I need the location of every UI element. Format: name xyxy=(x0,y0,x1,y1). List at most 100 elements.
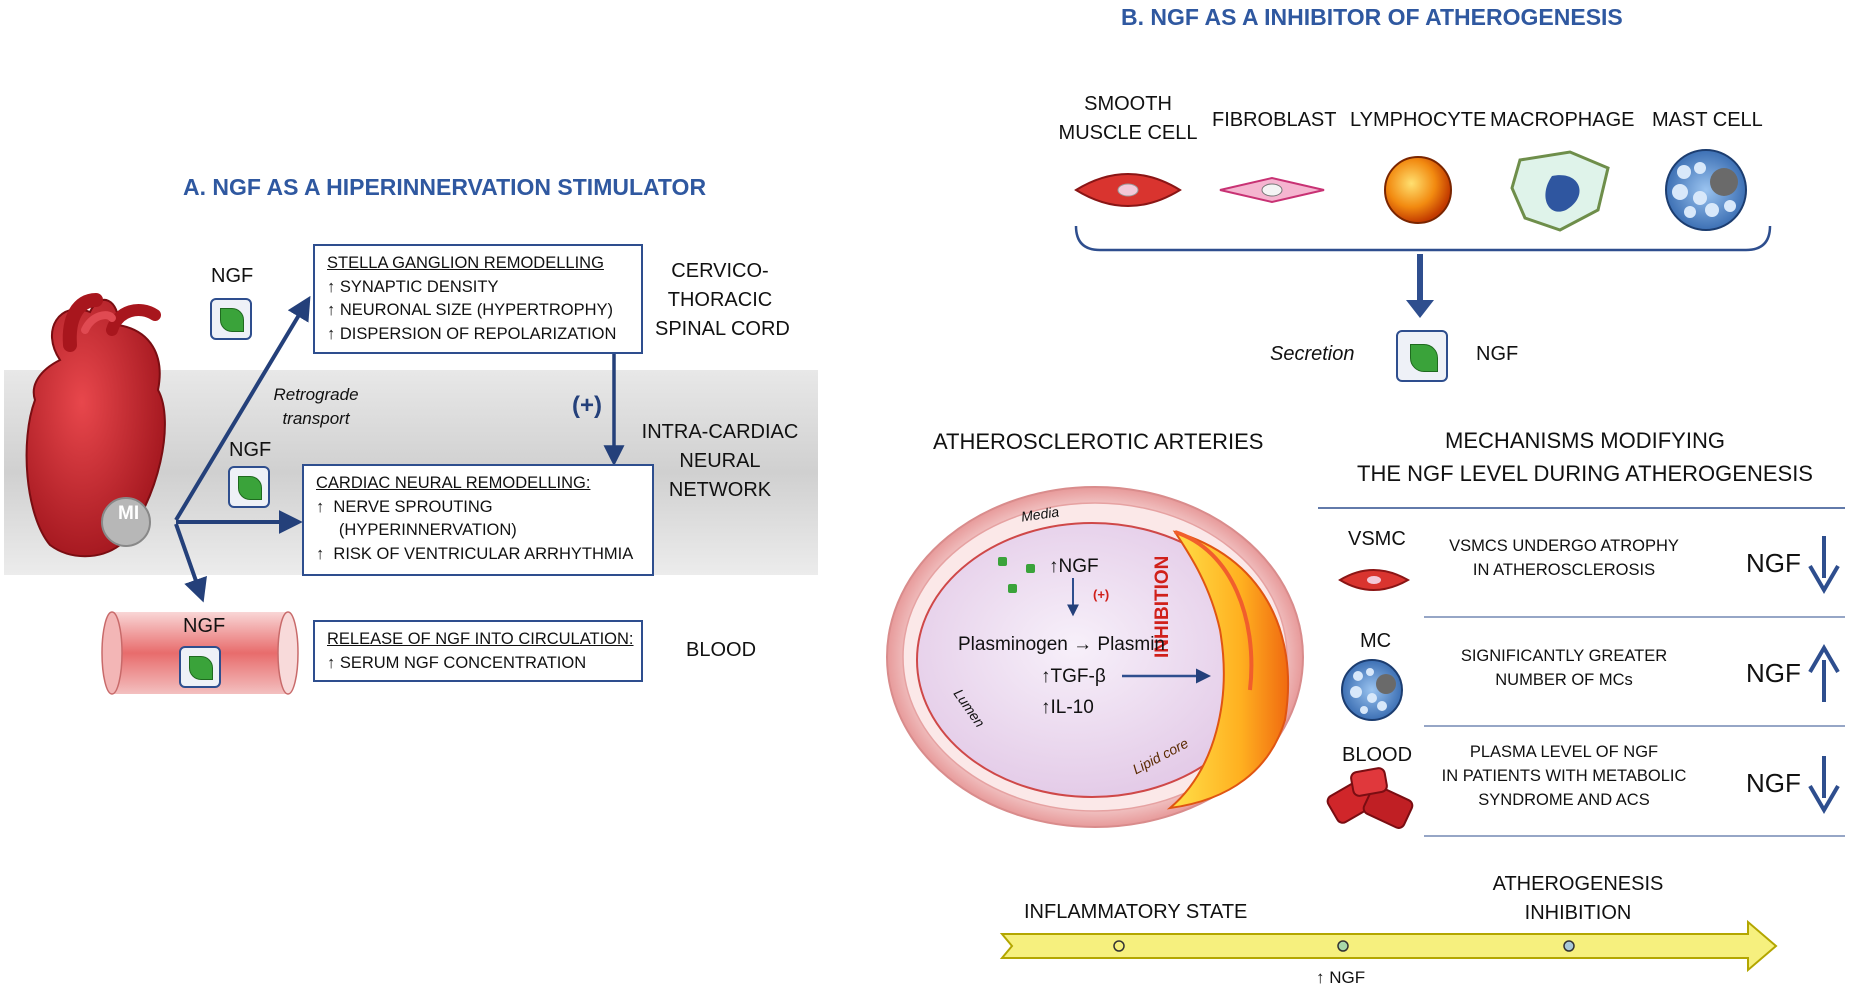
cardiac-item: ↑ NERVE SPROUTING xyxy=(316,497,493,516)
il10-label: ↑IL-10 xyxy=(1041,697,1094,718)
stella-ganglion-box: STELLA GANGLION REMODELLING ↑ SYNAPTIC D… xyxy=(313,244,643,354)
cardiac-item: ↑ RISK OF VENTRICULAR ARRHYTHMIA xyxy=(316,544,634,563)
cell-label-fibroblast: FIBROBLAST xyxy=(1212,109,1337,131)
stella-item: ↑ DISPERSION OF REPOLARIZATION xyxy=(327,324,617,343)
stella-item: ↑ NEURONAL SIZE (HYPERTROPHY) xyxy=(327,301,614,319)
ngf-badge-secretion xyxy=(1396,330,1448,382)
arrow-to-stella xyxy=(174,295,311,522)
ngf-leaf-icon xyxy=(189,656,213,680)
mech-row-label: VSMC xyxy=(1348,528,1406,550)
cervico-thoracic-label: CERVICO- THORACIC SPINAL CORD xyxy=(655,257,790,344)
ngf-dot xyxy=(998,557,1007,566)
ngf-dot xyxy=(1008,584,1017,593)
ngf-badge-blood xyxy=(179,646,221,688)
panel-a-title: A. NGF AS A HIPERINNERVATION STIMULATOR xyxy=(183,174,707,200)
side-label-line: THORACIC xyxy=(667,289,773,311)
plasmin-reaction: Plasminogen → Plasmin xyxy=(958,634,1165,655)
ngf-badge-top xyxy=(210,298,252,340)
plus-label: (+) xyxy=(572,392,602,419)
mech-row-label: BLOOD xyxy=(1342,744,1413,766)
timeline-right-label: ATHEROGENESIS INHIBITION xyxy=(1478,870,1678,928)
ngf-leaf-icon xyxy=(1410,344,1438,372)
secretion-ngf-label: NGF xyxy=(1476,343,1519,365)
mechanisms-title-line: MECHANISMS MODIFYING xyxy=(1445,428,1725,453)
cell-label-macrophage: MACROPHAGE xyxy=(1490,109,1635,131)
artery-title: ATHEROSCLEROTIC ARTERIES xyxy=(933,429,1264,454)
cardiac-item: (HYPERINNERVATION) xyxy=(316,521,517,539)
side-label-line: NETWORK xyxy=(668,479,772,501)
blood-side-label: BLOOD xyxy=(686,639,757,661)
mechanisms-title: MECHANISMS MODIFYING THE NGF LEVEL DURIN… xyxy=(1340,424,1830,490)
side-label-line: INTRA-CARDIAC xyxy=(641,421,799,443)
cell-macrophage xyxy=(1510,150,1610,232)
retrograde-line: transport xyxy=(282,409,350,428)
mech-text-line: IN ATHEROSCLEROSIS xyxy=(1472,561,1656,579)
blood-release-box: RELEASE OF NGF INTO CIRCULATION: ↑ SERUM… xyxy=(313,620,643,682)
mast-cell-icon xyxy=(1341,659,1403,721)
vsmc-icon xyxy=(1338,569,1411,591)
cardiac-heading: CARDIAC NEURAL REMODELLING: xyxy=(316,474,591,492)
timeline-bottom-label: ↑ NGF xyxy=(1316,968,1366,987)
arrow-to-secretion-head xyxy=(1406,300,1434,318)
panel-b-title: B. NGF AS A INHIBITOR OF ATHEROGENESIS xyxy=(1121,4,1623,30)
arrow-up-icon xyxy=(1808,644,1840,702)
mi-label: MI xyxy=(118,503,140,524)
heart-illustration xyxy=(25,293,166,558)
side-label-line: NEURAL xyxy=(679,450,761,472)
mech-text-line: IN PATIENTS WITH METABOLIC xyxy=(1441,767,1687,785)
ngf-label-blood: NGF xyxy=(183,615,226,637)
blood-item: ↑ SERUM NGF CONCENTRATION xyxy=(327,653,587,672)
cell-mast xyxy=(1665,149,1747,231)
mech-row-ngf: NGF xyxy=(1746,658,1801,688)
arrow-to-blood xyxy=(174,523,207,603)
arrow-down-icon xyxy=(1808,536,1840,594)
mech-row-ngf: NGF xyxy=(1746,768,1801,798)
retrograde-label: Retrograde transport xyxy=(266,383,366,431)
mech-text-line: PLASMA LEVEL OF NGF xyxy=(1469,743,1659,761)
timeline-arrow xyxy=(999,919,1778,973)
artery-illustration xyxy=(886,486,1304,828)
ngf-leaf-icon xyxy=(238,476,262,500)
mech-text-line: VSMCS UNDERGO ATROPHY xyxy=(1449,537,1679,555)
retrograde-line: Retrograde xyxy=(273,385,359,404)
cell-smooth-muscle xyxy=(1074,173,1182,207)
mechanisms-title-line: THE NGF LEVEL DURING ATHEROGENESIS xyxy=(1357,461,1813,486)
mech-text-line: SYNDROME AND ACS xyxy=(1478,791,1650,809)
blood-cells-icon xyxy=(1326,767,1414,829)
ngf-label-mid: NGF xyxy=(229,439,272,461)
cell-fibroblast xyxy=(1219,176,1325,204)
mech-row-label: MC xyxy=(1360,630,1392,652)
blood-heading: RELEASE OF NGF INTO CIRCULATION: xyxy=(327,630,634,648)
ngf-label-top: NGF xyxy=(211,265,254,287)
cell-label-mast: MAST CELL xyxy=(1652,109,1763,131)
mech-row-text: SIGNIFICANTLY GREATER NUMBER OF MCs xyxy=(1434,644,1694,692)
mech-text-line: SIGNIFICANTLY GREATER xyxy=(1460,647,1668,665)
intra-cardiac-label: INTRA-CARDIAC NEURAL NETWORK xyxy=(640,418,800,505)
side-label-line: SPINAL CORD xyxy=(655,318,790,340)
ngf-leaf-icon xyxy=(220,308,244,332)
mech-row-ngf: NGF xyxy=(1746,548,1801,578)
timeline-left-label: INFLAMMATORY STATE xyxy=(1024,901,1248,923)
cell-label-lymphocyte: LYMPHOCYTE xyxy=(1350,109,1487,131)
arrow-down-icon xyxy=(1808,756,1840,814)
timeline-right-line: INHIBITION xyxy=(1524,902,1632,924)
ngf-dot xyxy=(1026,564,1035,573)
mi-zone xyxy=(101,497,151,547)
ngf-badge-mid xyxy=(228,466,270,508)
timeline-right-line: ATHEROGENESIS xyxy=(1492,873,1664,895)
mech-row-text: PLASMA LEVEL OF NGF IN PATIENTS WITH MET… xyxy=(1434,740,1694,812)
stella-item: ↑ SYNAPTIC DENSITY xyxy=(327,277,499,296)
ngf-up-label: ↑NGF xyxy=(1049,556,1099,577)
stella-heading: STELLA GANGLION REMODELLING xyxy=(327,254,604,272)
cell-label-line: SMOOTH xyxy=(1084,93,1172,115)
cell-lymphocyte xyxy=(1384,156,1452,224)
artery-plus-label: (+) xyxy=(1093,587,1110,602)
tgf-label: ↑TGF-β xyxy=(1041,666,1106,687)
cells-bracket xyxy=(1074,225,1772,252)
secretion-label: Secretion xyxy=(1270,343,1355,365)
mech-row-text: VSMCS UNDERGO ATROPHY IN ATHEROSCLEROSIS xyxy=(1434,534,1694,582)
cell-label-line: MUSCLE CELL xyxy=(1058,122,1198,144)
mech-text-line: NUMBER OF MCs xyxy=(1495,671,1633,689)
side-label-line: CERVICO- xyxy=(671,260,769,282)
